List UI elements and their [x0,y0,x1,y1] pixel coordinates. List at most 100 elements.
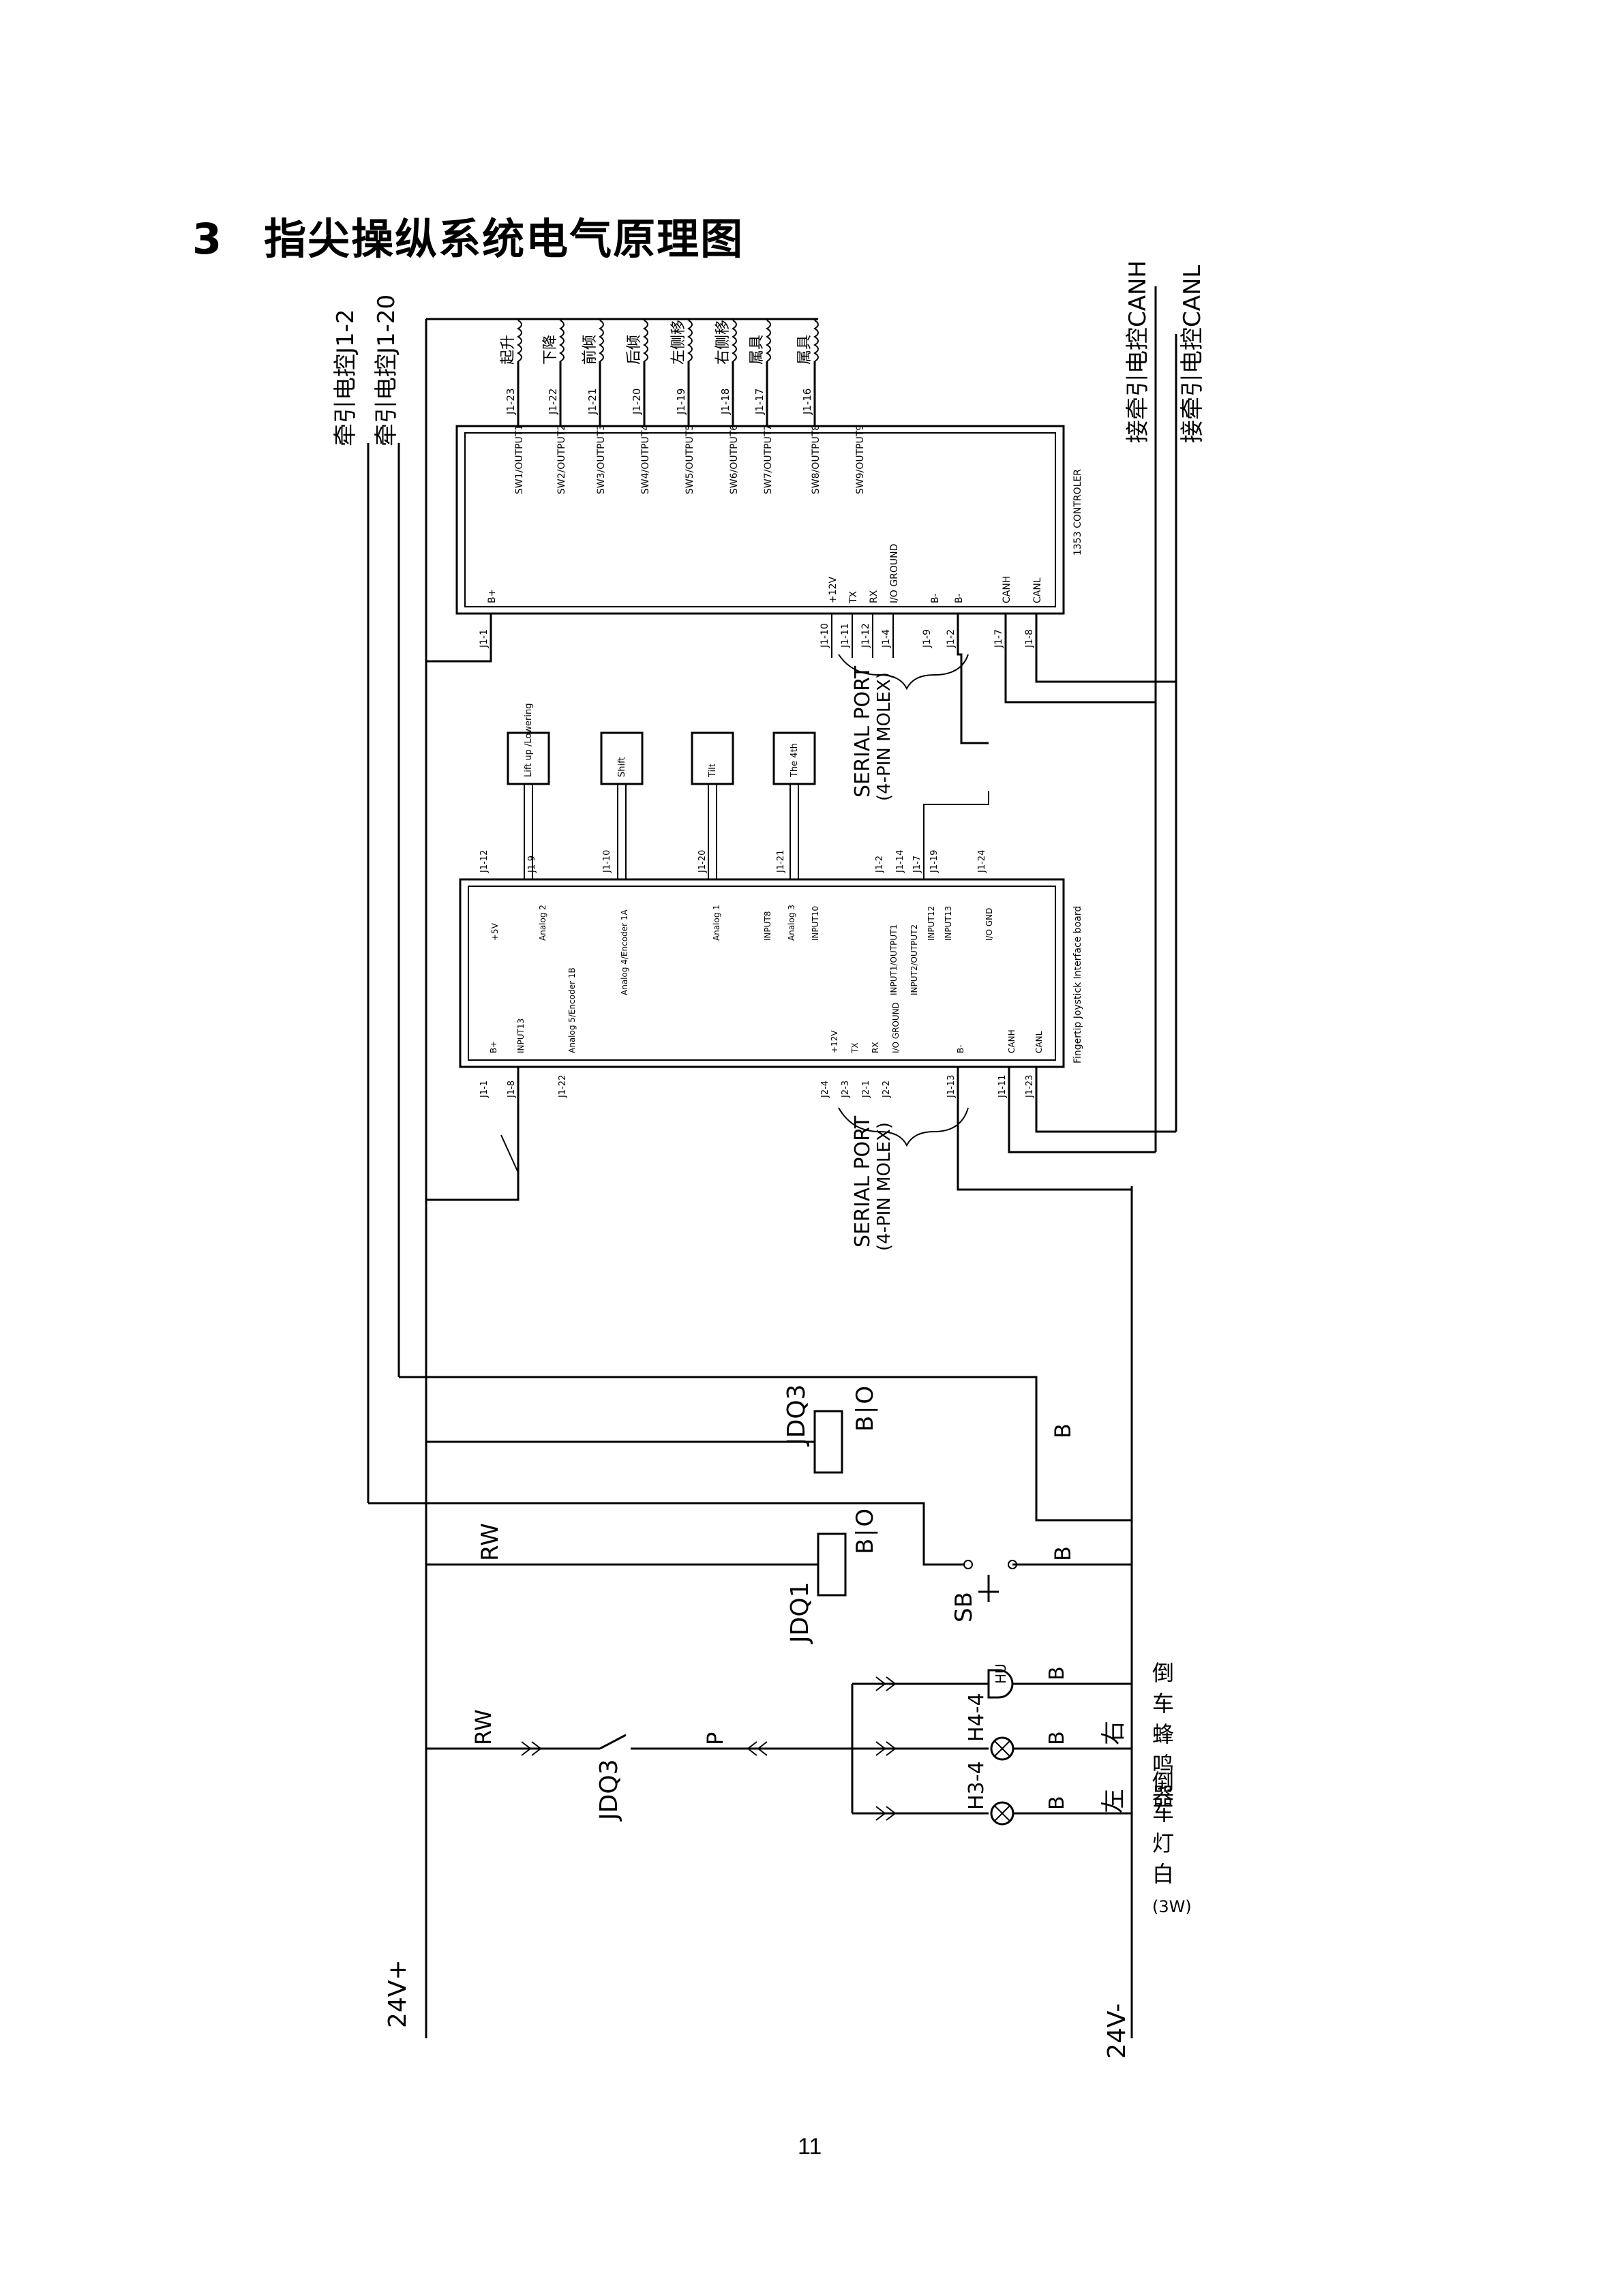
controller-pin-label: J1-4 [881,629,892,648]
coil-symbol [517,320,522,362]
board-pin-label: J1-22 [558,1075,568,1098]
controller-pin-label: J1-12 [860,623,871,648]
controller-pin-label: J1-23 [505,389,517,415]
controller-pin-name: +12V [828,576,839,603]
controller-pin-label: J1-8 [1024,629,1035,648]
label-b-buzzer: B [1045,1666,1069,1680]
controller-pin-label: J1-11 [840,623,851,648]
board-pin-label: J2-4 [820,1081,830,1098]
label-b-jdq3: B [1050,1423,1076,1438]
buzzer-char: 蜂 [1152,1721,1174,1747]
board-signal-label: Analog 1 [712,905,721,941]
label-jdq3-upper: JDQ3 [783,1384,811,1447]
board-pin-label: J1-14 [895,850,905,873]
coil-symbol [687,320,693,362]
board-pin-label: J1-10 [602,850,612,873]
joystick-module: The 4th [772,731,816,879]
board-signal-label: Analog 2 [538,905,547,941]
module-label: Tilt [708,764,718,778]
lamp-char: (3W) [1152,1897,1192,1916]
board-signal-label: Analog 3 [787,905,796,941]
board-signal-label: INPUT13 [944,906,953,941]
board-signal-label: INPUT13 [516,1018,526,1053]
board-signal-label: Analog 4/Encoder 1A [620,909,629,995]
label-24v-plus: 24V+ [384,1959,412,2028]
label-h4-4: H4-4 [965,1693,989,1742]
board-pin-label: J1-21 [776,850,786,873]
label-sb: SB [950,1592,978,1622]
label-bo-lower: B∣O [852,1509,879,1554]
controller-pin-name: I/O GROUND [889,544,900,603]
board-pin-label: J1-12 [479,850,490,873]
label-rw-lower: RW [470,1709,496,1745]
label-can-canh: 接牵引电控CANH [1124,260,1152,443]
controller-pin-label: J1-21 [586,389,599,415]
label-1353-controller: 1353 CONTROLER [1072,469,1083,556]
label-can-canl: 接牵引电控CANL [1179,265,1206,443]
controller-pin-name: B- [930,593,941,603]
label-traction-j1-20: 牵引电控J1-20 [373,294,400,447]
output-coil-row: 起升J1-23SW1/OUTPUT1下降J1-22SW2/OUTPUT2前倾J1… [500,319,866,494]
joystick-module: Shift [600,731,644,879]
relay-jdq1-coil [817,1532,847,1597]
controller-pin-name: RX [869,590,879,603]
controller-output-label: SW2/OUTPUT2 [556,425,567,494]
controller-pin-name: CANL [1032,577,1043,603]
board-pin-label: J1-8 [507,1081,517,1098]
board-pin-label: J1-20 [697,850,708,873]
controller-output-label: SW8/OUTPUT8 [811,425,822,494]
controller-pin-name: CANH [1002,576,1012,603]
coil-label: 后倾 [626,335,643,365]
controller-pin-label: J1-19 [675,389,687,415]
label-molex-lower: (4-PIN MOLEX) [874,1122,894,1251]
board-pin-label: J2-3 [841,1081,851,1098]
page-title: 3 指尖操纵系统电气原理图 [192,205,744,266]
board-signal-label: RX [871,1042,880,1053]
label-traction-j1-2: 牵引电控J1-2 [332,309,359,447]
coil-label: 起升 [500,335,517,365]
board-signal-label: Analog 5/Encoder 1B [567,967,577,1053]
board-signal-label: I/O GND [984,908,994,941]
coil-symbol [813,320,819,362]
controller-pin-label: J1-1 [479,629,490,648]
controller-pin-label: J1-16 [801,389,813,415]
controller-pin-name: B+ [487,589,498,603]
label-b-lamp-left: B [1045,1796,1069,1810]
coil-label: 右侧移 [715,320,732,365]
coil-symbol [766,320,771,362]
controller-pin-label: J1-22 [547,389,559,415]
board-signal-label: INPUT1/OUTPUT1 [889,924,899,995]
page-number: 11 [798,2134,822,2160]
controller-pin-label: J1-20 [631,389,643,415]
coil-label: 左侧移 [670,320,687,365]
controller-pin-label: J1-2 [946,629,957,648]
board-signal-label: I/O GROUND [891,1002,901,1053]
section-title: 指尖操纵系统电气原理图 [264,214,745,264]
lamp-char: 倒 [1152,1769,1174,1795]
board-pin-label: J1-11 [997,1075,1008,1098]
board-pin-label: J1-1 [479,1081,490,1098]
board-signal-label: CANL [1034,1031,1044,1053]
controller-1353-box [455,425,1065,615]
controller-pin-name: B- [954,593,965,603]
board-signal-label: INPUT8 [763,911,772,941]
buzzer-char: 器 [1152,1783,1174,1809]
controller-output-label: SW7/OUTPUT7 [763,425,774,494]
board-pin-label: J2-1 [861,1081,871,1098]
controller-pin-label: J1-18 [719,389,732,415]
board-signal-label: INPUT12 [927,906,936,941]
board-signal-label: +5V [490,922,500,941]
joystick-module: Lift up /Lowering [507,704,550,879]
label-rw-upper: RW [477,1523,504,1561]
buzzer-symbol [987,1669,1014,1699]
board-pin-label: J1-19 [929,850,939,873]
module-label: The 4th [790,743,800,778]
section-number: 3 [192,214,224,264]
controller-output-label: SW3/OUTPUT3 [596,425,607,494]
controller-output-label: SW5/OUTPUT5 [685,425,695,494]
coil-symbol [559,320,565,362]
lamp-char: 灯 [1152,1830,1174,1856]
